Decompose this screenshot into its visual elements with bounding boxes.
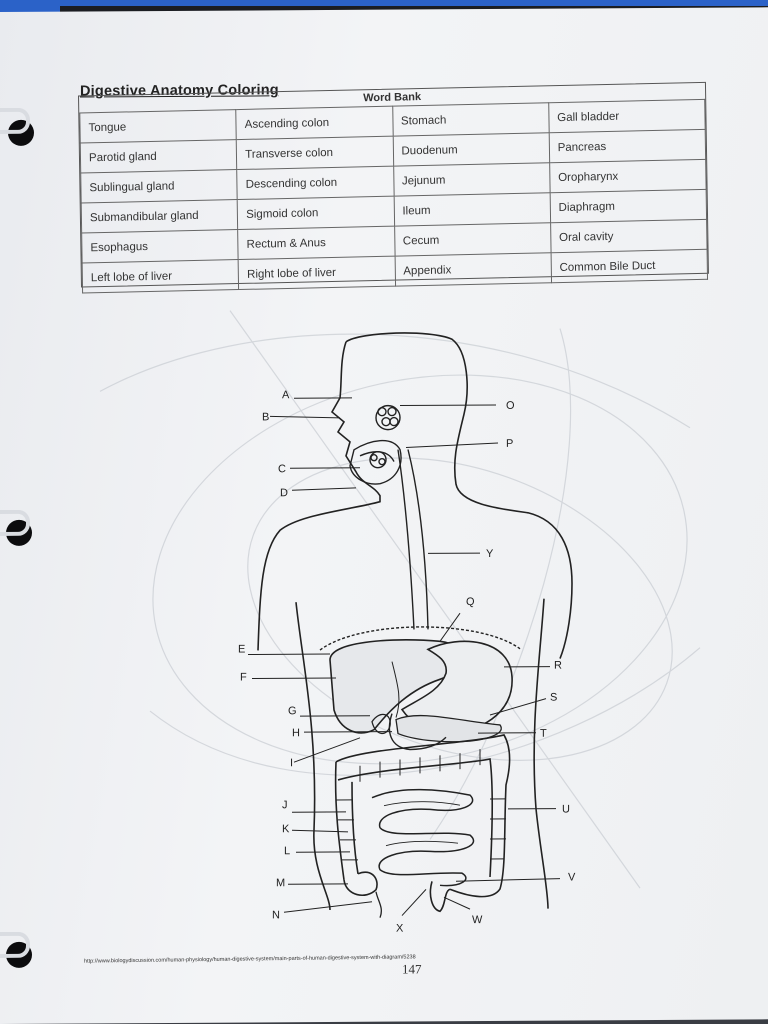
word-bank-term: Sublingual gland [80, 169, 238, 203]
word-bank-term: Tongue [79, 109, 237, 143]
word-bank: Word Bank Tongue Ascending colon Stomach… [78, 81, 709, 293]
label-d: D [280, 487, 288, 499]
word-bank-term: Duodenum [392, 132, 550, 167]
word-bank-term: Gall bladder [548, 99, 706, 133]
worksheet-page: Digestive Anatomy Coloring Word Bank Ton… [0, 7, 768, 1024]
word-bank-term: Rectum & Anus [237, 226, 395, 260]
word-bank-term: Descending colon [236, 166, 394, 200]
body-outline [257, 332, 573, 911]
word-bank-term: Ileum [393, 192, 551, 227]
label-j: J [282, 799, 287, 811]
source-url: http://www.biologydiscussion.com/human-p… [83, 954, 416, 965]
word-bank-term: Oropharynx [549, 159, 707, 193]
leader-lines [248, 397, 561, 916]
label-u: U [562, 804, 570, 816]
label-n: N [272, 909, 280, 921]
label-k: K [282, 823, 290, 835]
digestive-system-diagram: A B C D E F G H I J K L M N O P Q R S T … [99, 310, 701, 935]
label-o: O [506, 400, 515, 412]
label-c: C [278, 463, 286, 475]
colon-haustra [336, 749, 506, 861]
word-bank-term: Appendix [394, 252, 552, 287]
label-w: W [472, 914, 483, 926]
word-bank-term: Stomach [392, 102, 549, 137]
label-f: F [240, 671, 247, 683]
word-bank-term: Cecum [394, 222, 551, 257]
page-number: 147 [402, 961, 422, 977]
word-bank-term: Pancreas [548, 129, 706, 163]
word-bank-term: Right lobe of liver [238, 256, 396, 290]
word-bank-term: Esophagus [81, 229, 239, 263]
label-i: I [290, 757, 293, 769]
word-bank-term: Common Bile Duct [550, 249, 708, 283]
word-bank-term: Diaphragm [549, 189, 707, 223]
word-bank-term: Jejunum [393, 162, 550, 197]
diaphragm [319, 626, 521, 651]
liver-lobe-divide [391, 661, 400, 718]
word-bank-term: Parotid gland [80, 139, 237, 173]
label-m: M [276, 877, 285, 889]
duodenum [388, 713, 447, 751]
word-bank-term: Ascending colon [236, 106, 393, 140]
pancreas [395, 714, 502, 743]
oral-region [349, 404, 402, 485]
label-x: X [396, 923, 404, 935]
label-h: H [292, 727, 300, 739]
word-bank-term: Submandibular gland [81, 199, 238, 233]
label-b: B [262, 411, 269, 423]
label-q: Q [466, 596, 475, 608]
label-a: A [282, 389, 290, 401]
binder-ring-top [0, 107, 30, 134]
label-r: R [554, 660, 562, 672]
word-bank-term: Transverse colon [236, 136, 394, 170]
word-bank-term: Oral cavity [550, 219, 708, 253]
esophagus [397, 449, 429, 630]
word-bank-term: Left lobe of liver [82, 259, 239, 293]
label-y: Y [486, 548, 494, 560]
label-p: P [506, 438, 513, 450]
large-intestine [334, 734, 511, 918]
word-bank-term: Sigmoid colon [237, 196, 395, 230]
label-e: E [238, 644, 245, 656]
small-intestine [371, 788, 475, 887]
label-t: T [540, 728, 547, 740]
label-s: S [550, 692, 557, 704]
word-bank-table: Tongue Ascending colon Stomach Gall blad… [79, 99, 708, 294]
small-intestine-folds [383, 801, 461, 847]
label-v: V [568, 871, 576, 883]
label-l: L [284, 845, 290, 857]
label-g: G [288, 705, 297, 717]
